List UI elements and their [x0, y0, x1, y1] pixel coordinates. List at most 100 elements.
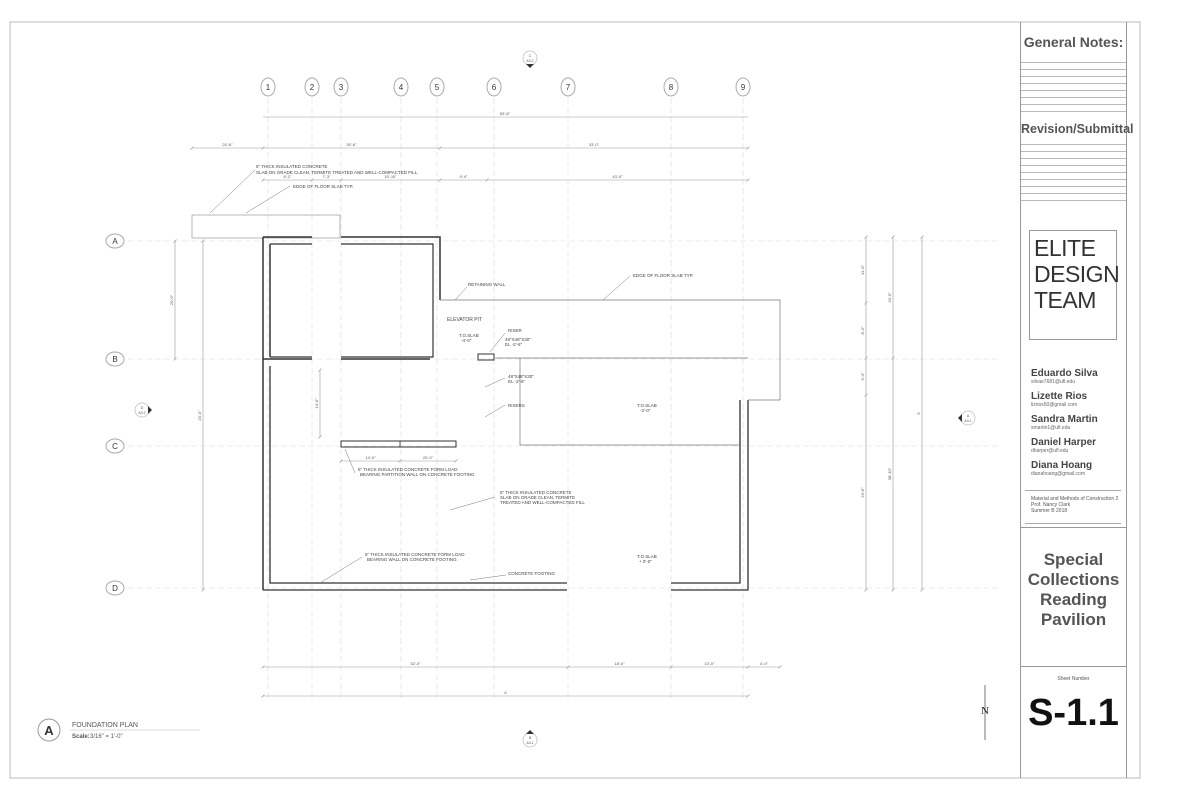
note-pier: 48"X48"X30" — [505, 337, 531, 342]
grid-bubble — [105, 351, 125, 367]
project-line: Special — [1043, 550, 1104, 569]
member-email: lizrios50@gmail.com — [1031, 402, 1078, 408]
dimension-tick — [339, 459, 343, 463]
team-line: TEAM — [1034, 287, 1096, 313]
note-retaining-wall: RETAINING WALL — [468, 282, 506, 287]
dimension-text: 6 — [916, 412, 921, 415]
grid-row-label: B — [112, 355, 117, 364]
svg-text:A3.1: A3.1 — [526, 741, 533, 745]
dimension-tick — [746, 694, 750, 698]
note-edge-slab: EDGE OF FLOOR SLAB TYP. — [293, 184, 353, 189]
dimension-tick — [864, 393, 868, 397]
dimension-text: 23'-6" — [860, 487, 865, 498]
dimension-text: 9'-4" — [460, 174, 469, 179]
grid-column-label: 3 — [339, 83, 344, 92]
team-logo: ELITE DESIGN TEAM — [1029, 230, 1120, 340]
dimension-text: 7'-3" — [323, 174, 332, 179]
member-email: dianahoang@gmail.com — [1031, 471, 1085, 477]
revision-lines — [1021, 144, 1126, 207]
dimension-tick — [864, 588, 868, 592]
dimension-text: 32'-0" — [410, 661, 421, 666]
note-riser: RISER — [508, 328, 523, 333]
plan-title: A FOUNDATION PLAN Scale: 3/16" = 1'-0" — [37, 718, 200, 742]
dimension-tick — [778, 665, 782, 669]
dimension-text: 13'-0" — [704, 661, 715, 666]
dimension-tick — [746, 665, 750, 669]
dimension-tick — [864, 301, 868, 305]
dimension-tick — [190, 146, 194, 150]
dimension-text: 6 — [504, 690, 507, 695]
dimension-tick — [201, 588, 205, 592]
north-arrow-icon: N — [981, 685, 989, 740]
dimension-tick — [310, 178, 314, 182]
dimension-tick — [261, 694, 265, 698]
note-tos: T.O.SLAB — [637, 554, 657, 559]
revision-heading: Revision/Submittal — [1021, 122, 1134, 136]
dimension-tick — [891, 588, 895, 592]
general-notes-lines — [1021, 62, 1126, 118]
dimension-text: 14'-0" — [365, 455, 376, 460]
grid-column-label: 5 — [435, 83, 440, 92]
dimension-tick — [864, 356, 868, 360]
note-tos: T.O.SLAB — [459, 333, 479, 338]
note-slab-center: SLAB ON GRADE CLEAN, TERMITE — [500, 495, 575, 500]
dimension-tick — [398, 459, 402, 463]
leader-lines — [209, 169, 631, 584]
team-line: ELITE — [1034, 235, 1096, 261]
note-slab-center: TREATED AND WELL-COMPACTED FILL — [500, 500, 585, 505]
grid-bubble — [105, 438, 125, 454]
grid-bubble — [663, 77, 679, 97]
dimension-text: 11'-0" — [860, 264, 865, 274]
dimension-text: 20'-0" — [887, 292, 892, 303]
svg-text:FOUNDATION PLAN: FOUNDATION PLAN — [72, 722, 138, 729]
section-marker-icon: DA3.2 — [134, 402, 152, 418]
note-tos: -2'-0" — [640, 408, 651, 413]
svg-text:3/16" = 1'-0": 3/16" = 1'-0" — [90, 734, 123, 740]
dimension-text: 33'-0" — [589, 142, 600, 147]
note-slab-center: 5" THICK INSULATED CONCRETE — [500, 490, 571, 495]
dimension-tick — [339, 178, 343, 182]
dimension-tick — [173, 357, 177, 361]
grid-row-label: C — [112, 442, 118, 451]
dimension-text: 20'-6" — [222, 142, 233, 147]
dimension-text: 15'-10" — [384, 174, 397, 179]
section-marker-icon: BA3.1 — [522, 730, 538, 748]
note-edge-slab-right: EDGE OF FLOOR SLAB TYP. — [633, 273, 693, 278]
dimension-text: 30'-6" — [346, 142, 357, 147]
dimension-text: 14'-0" — [314, 398, 319, 409]
member-name: Eduardo Silva — [1031, 368, 1098, 379]
walls — [191, 214, 781, 591]
course-info: Material and Methods of Construction 2 P… — [1025, 490, 1121, 524]
note-tos: + 0'-0" — [639, 559, 652, 564]
dimension-tick — [261, 178, 265, 182]
note-pier: EL -2'-6" — [505, 342, 522, 347]
dimension-text: 6'-3" — [860, 372, 865, 381]
svg-text:N: N — [981, 705, 989, 717]
dimension-tick — [438, 146, 442, 150]
grid-bubble — [393, 77, 409, 97]
grid-column-label: 6 — [492, 83, 497, 92]
team-line: DESIGN — [1034, 261, 1120, 287]
dimension-text: 38'-10" — [887, 467, 892, 480]
grid-column-label: 2 — [310, 83, 315, 92]
grid-row-label: A — [112, 237, 118, 246]
svg-text:A: A — [44, 723, 54, 738]
note-tos: -4'-0" — [461, 338, 472, 343]
sheet-border — [9, 21, 1141, 779]
svg-text:A3.2: A3.2 — [138, 411, 145, 415]
note-partition-wall: BEARING PARTITION WALL ON CONCRETE FOOTI… — [360, 472, 475, 477]
dimension-tick — [318, 368, 322, 372]
section-marker-icon: AA3.1 — [958, 410, 976, 426]
grid-bubble — [105, 233, 125, 249]
dimension-text: 4'-0" — [760, 661, 769, 666]
dimension-tick — [261, 665, 265, 669]
dimension-text: 8'-2" — [860, 326, 865, 335]
note-slab-top: 5" THICK INSULATED CONCRETE — [256, 164, 327, 169]
member-name: Lizette Rios — [1031, 391, 1088, 402]
dimension-tick — [485, 178, 489, 182]
dimension-tick — [173, 239, 177, 243]
note-elevator-pit: ELEVATOR PIT — [447, 317, 482, 323]
project-line: Pavilion — [1040, 610, 1107, 629]
member-name: Diana Hoang — [1031, 460, 1093, 471]
